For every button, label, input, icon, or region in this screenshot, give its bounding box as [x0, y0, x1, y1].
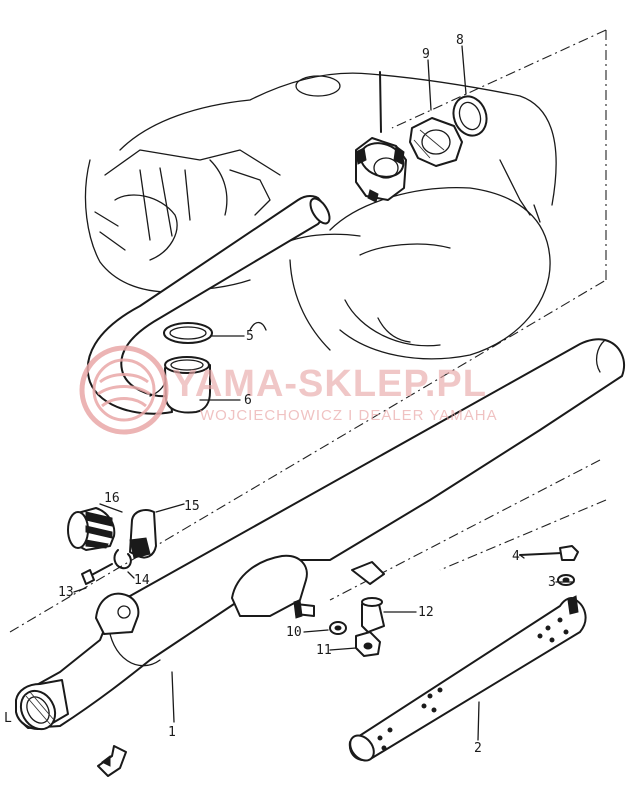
muffler-part-1 [15, 338, 625, 731]
callout-5: 5 [246, 329, 254, 344]
callout-6: 6 [244, 393, 252, 408]
callout-10: 10 [286, 625, 302, 640]
callout-14: 14 [134, 573, 150, 588]
front-arrow-icon [97, 745, 127, 777]
callout-4: 4 [512, 549, 520, 564]
clamp-part-15 [129, 509, 157, 559]
watermark-title: YAMA-SKLEP.PL [172, 363, 487, 405]
frame-lines [9, 29, 607, 633]
callout-13: 13 [58, 585, 74, 600]
callout-8: 8 [456, 33, 464, 48]
exhaust-pipe-part-6 [86, 195, 331, 415]
callout-l: L [4, 711, 12, 726]
callout-2: 2 [474, 741, 482, 756]
leader-lines [73, 45, 575, 741]
ring-part-8 [452, 95, 488, 137]
callout-1: 1 [168, 725, 176, 740]
collar-part-12 [351, 561, 385, 633]
callout-12: 12 [418, 605, 434, 620]
watermark: YAMA-SKLEP.PL WOJCIECHOWICZ I DEALER YAM… [79, 345, 498, 435]
callout-15: 15 [184, 499, 200, 514]
engine-outline [84, 72, 557, 360]
gasket-part-5 [163, 322, 213, 344]
flange-part-9 [409, 117, 463, 167]
callout-labels: 9 8 5 6 16 15 14 13 12 10 11 1 2 4 3 L [4, 33, 556, 756]
callout-3: 3 [548, 575, 556, 590]
baffle-holes [377, 617, 569, 751]
ring-nut-part-7 [355, 137, 407, 203]
callout-11: 11 [316, 643, 332, 658]
spring-washer-part-14 [113, 549, 132, 570]
washer-part-10 [329, 621, 347, 635]
pipe-elbow [164, 356, 211, 414]
washer-part-3 [557, 574, 575, 586]
stud-bolt [293, 599, 315, 619]
screw-part-13 [81, 563, 113, 585]
bolt-part-4 [519, 545, 579, 561]
grommet-part-16 [67, 507, 116, 551]
watermark-logo [79, 345, 169, 435]
callout-16: 16 [104, 491, 120, 506]
watermark-subtitle: WOJCIECHOWICZ I DEALER YAMAHA [200, 407, 498, 424]
baffle-tube-part-2 [348, 595, 587, 762]
nut-part-11 [355, 631, 381, 657]
callout-9: 9 [422, 47, 430, 62]
